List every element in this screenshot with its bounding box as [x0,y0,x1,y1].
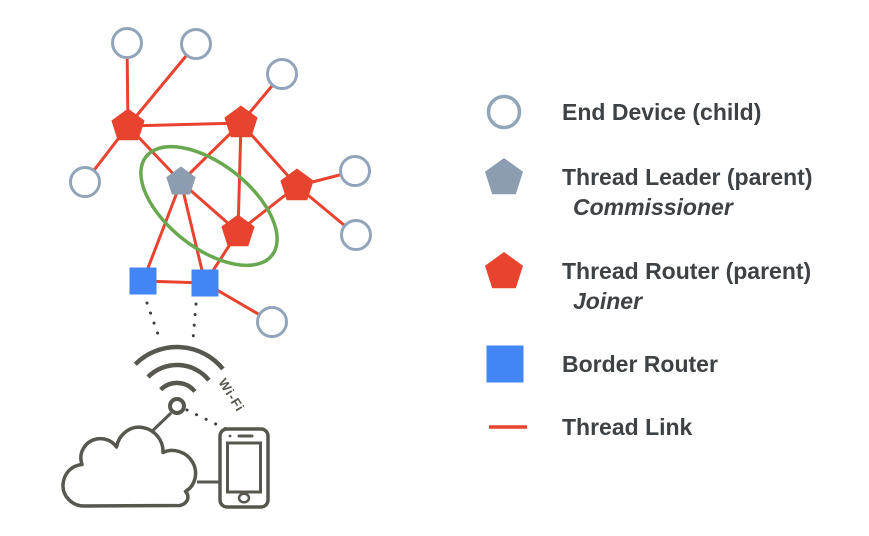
phone-home-button [237,492,251,504]
end-device-node [340,219,372,251]
end-device-node [180,28,212,60]
thread-router-node [221,214,255,247]
border-router-node [191,269,219,297]
wifi-arc-icon [159,380,197,394]
end-device-node [111,27,143,59]
dotted-link-line [191,302,198,342]
thread-leader-node [166,166,196,195]
phone-camera [228,434,232,438]
end-device-node [266,58,298,90]
dotted-link-line [145,301,162,342]
wifi-arc-icon [146,362,211,382]
end-device-node [69,166,101,198]
thread-router-node [280,168,314,201]
cloud-icon [61,425,198,508]
border-router-node [129,267,157,295]
dotted-link-line [185,408,228,431]
thread-link-line [179,181,207,284]
commissioning-scope-ellipse [139,144,279,268]
thread-router-node [111,108,145,141]
thread-link-line [127,121,242,128]
wifi-label: Wi-Fi [215,376,247,415]
thread-router-node [224,105,258,138]
end-device-node [339,155,371,187]
phone-screen [226,441,262,494]
wifi-dot-icon [168,397,186,415]
thread-link-line [141,181,183,282]
end-device-node [256,306,288,338]
thread-link-line [126,43,198,127]
wifi-arc-icon [133,344,225,371]
